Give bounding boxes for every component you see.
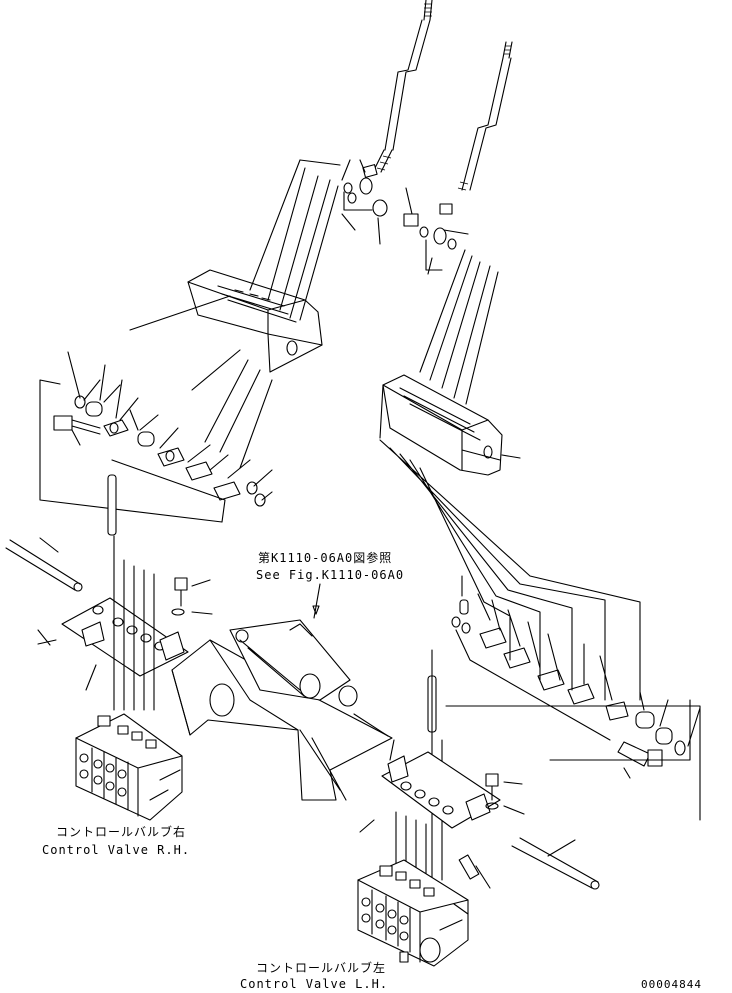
control-valve-rh-label-en: Control Valve R.H. xyxy=(42,843,191,857)
base-plate-left[interactable] xyxy=(37,535,213,711)
rod-pin-right[interactable] xyxy=(427,649,701,890)
lever-rod-left[interactable] xyxy=(372,0,433,173)
control-valve-lh-label-jp: コントロールバルブ左 xyxy=(256,961,387,975)
base-plate-right[interactable] xyxy=(359,739,525,889)
link-parts-left[interactable] xyxy=(39,295,273,523)
lever-rod-right[interactable] xyxy=(457,41,513,191)
upper-joint-parts[interactable] xyxy=(341,159,469,275)
control-valve-lh-label-en: Control Valve L.H. xyxy=(240,977,389,991)
lever-cover-left[interactable] xyxy=(187,269,323,373)
control-valve-rh-label-jp: コントロールバルブ右 xyxy=(56,825,187,839)
see-fig-label-en: See Fig.K1110-06A0 xyxy=(256,568,405,582)
control-valve-lh[interactable] xyxy=(357,859,469,967)
drawing-number: 00004844 xyxy=(641,978,702,991)
rod-pin-left[interactable] xyxy=(5,474,117,592)
lever-cover-right[interactable] xyxy=(379,374,521,476)
leader-lines-upper xyxy=(249,159,499,405)
see-fig-label-jp: 第K1110-06A0図参照 xyxy=(258,551,393,565)
control-valve-rh[interactable] xyxy=(75,713,183,821)
center-bracket[interactable] xyxy=(171,583,393,801)
